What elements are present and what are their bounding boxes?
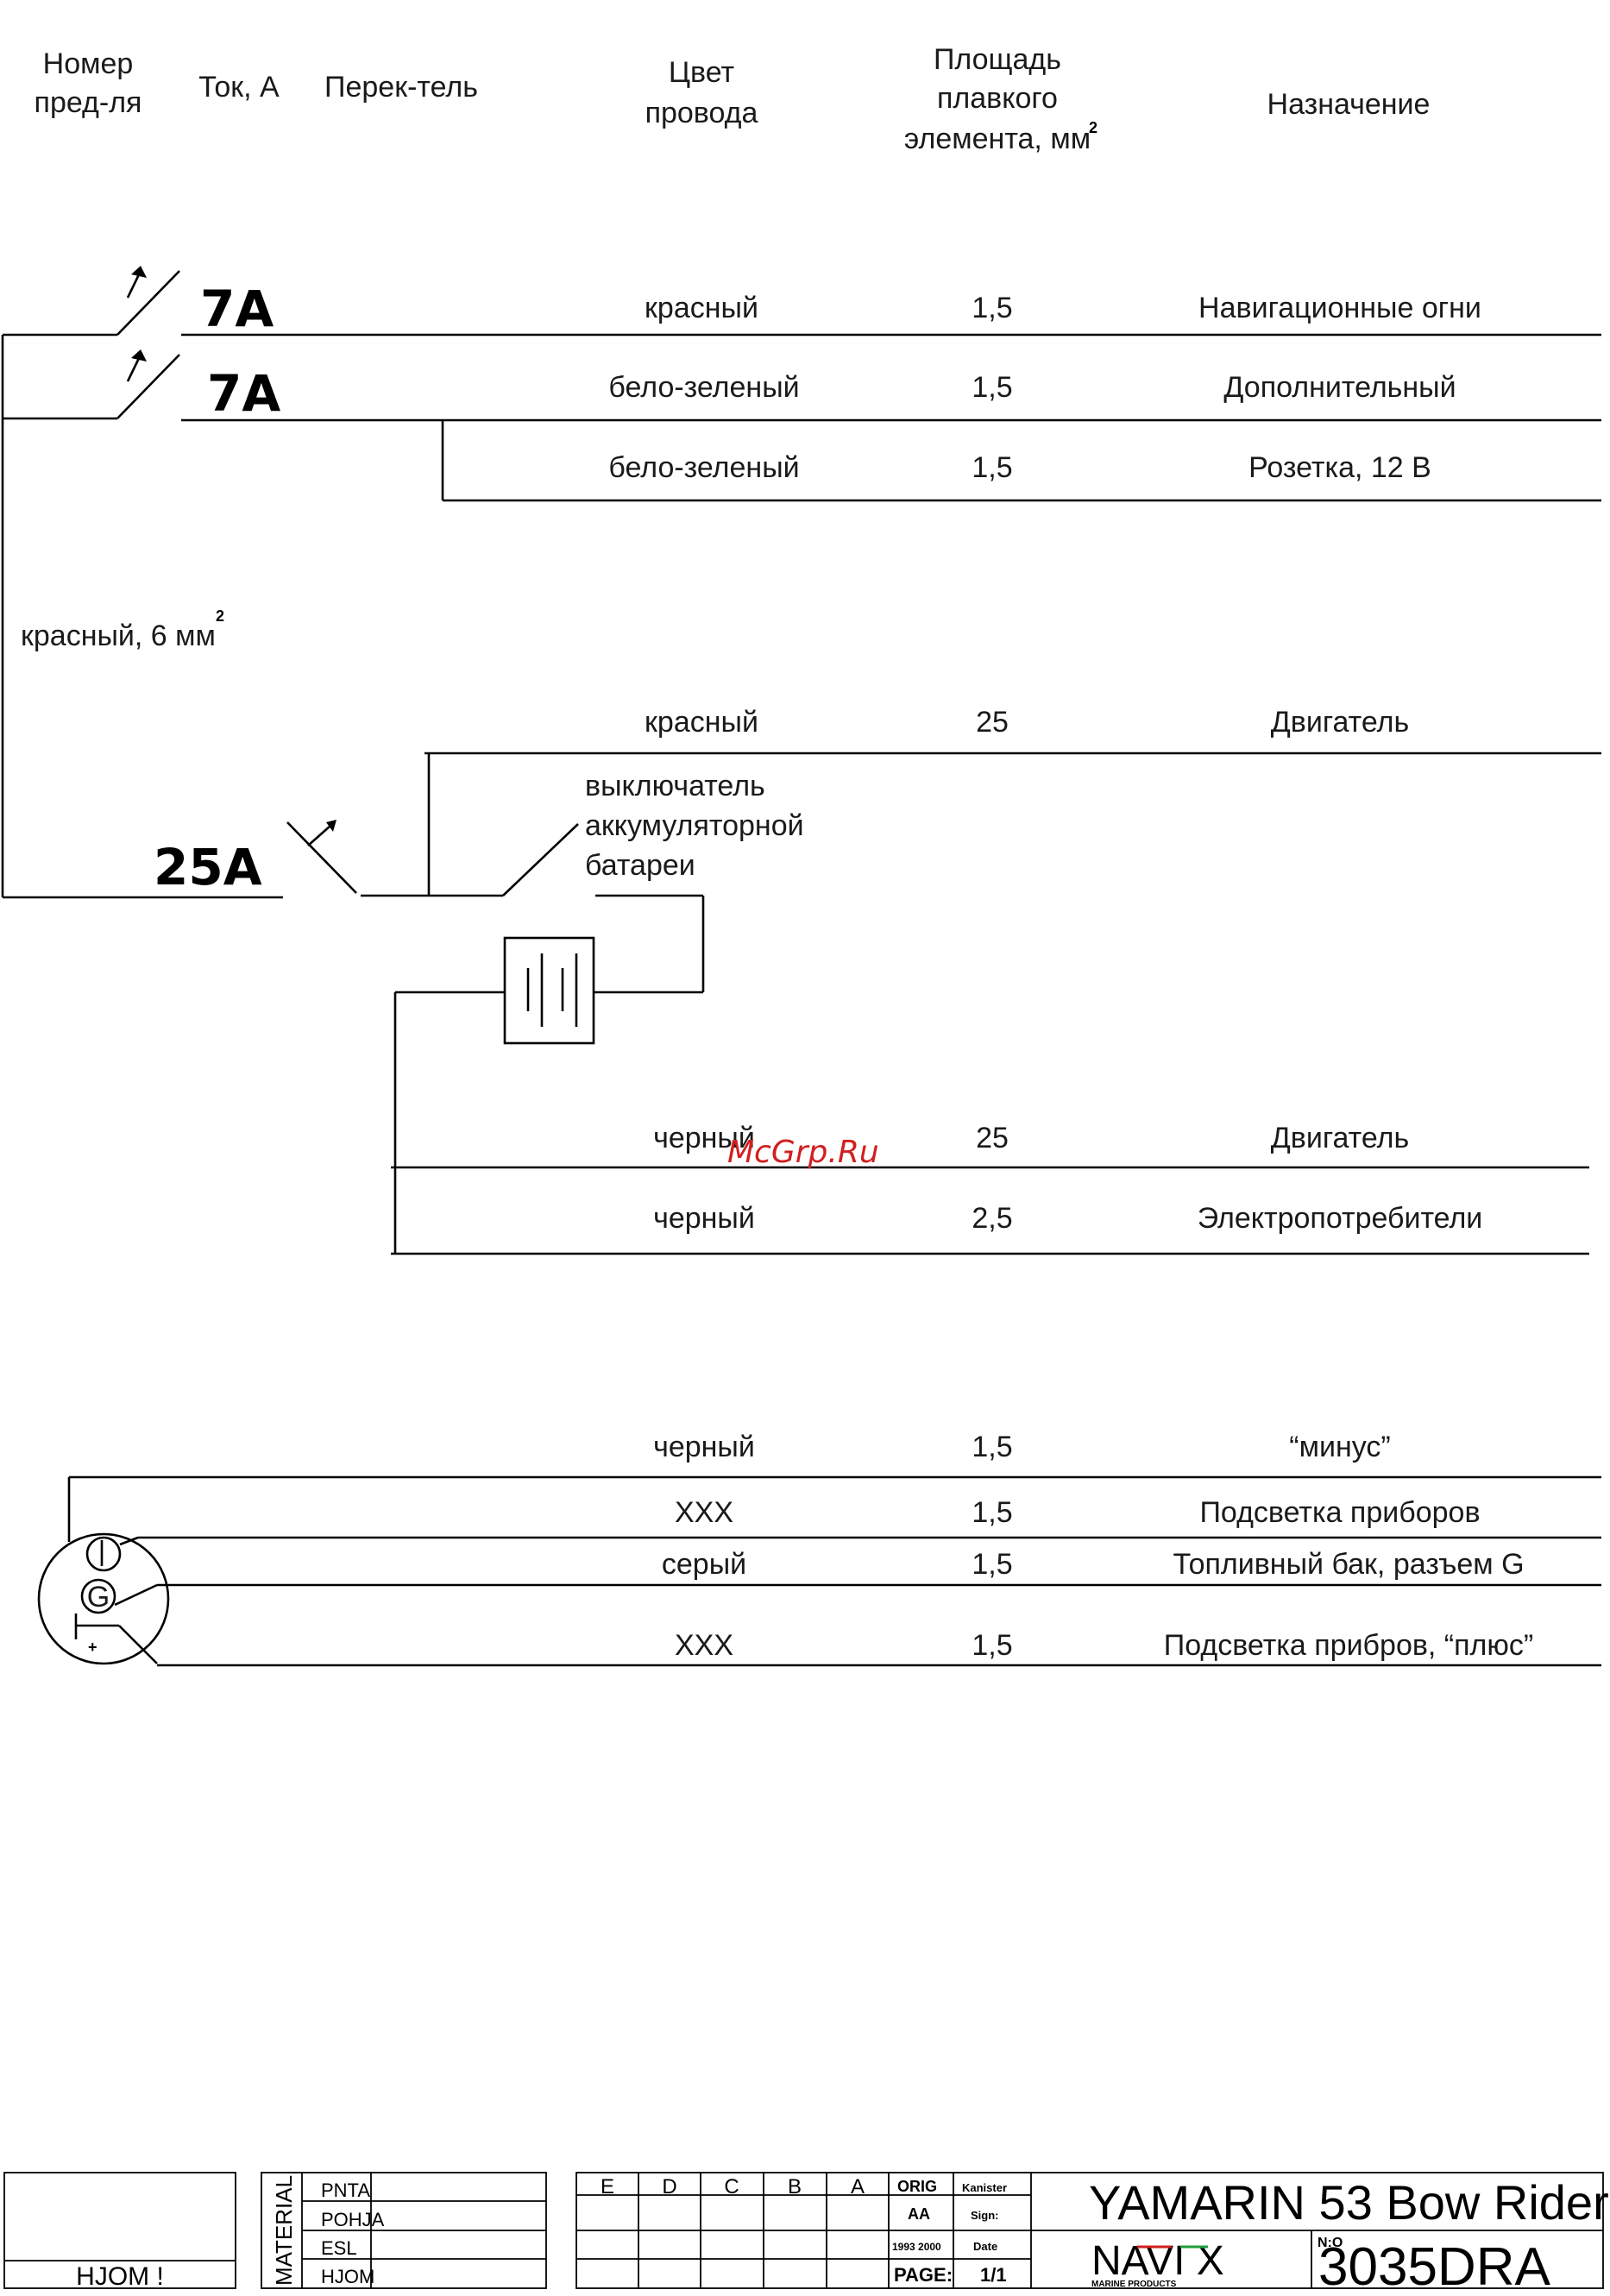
revision-col: B	[788, 2175, 802, 2198]
material-row: PNTA	[321, 2180, 370, 2201]
row-area: 25	[976, 1122, 1009, 1154]
table-header: Номер пред-ля Ток, А Перек-тель Цвет про…	[35, 43, 1431, 155]
circuit-row: черный 2,5 Электропотребители	[653, 1202, 1482, 1235]
header-number-1: Номер	[43, 47, 134, 80]
header-current: Ток, А	[198, 71, 280, 104]
pin-plus: +	[88, 1639, 97, 1656]
row-area: 2,5	[972, 1202, 1012, 1235]
material-row: POHJA	[321, 2209, 385, 2230]
row-area: 1,5	[972, 451, 1012, 484]
brand-subtitle: MARINE PRODUCTS	[1091, 2280, 1177, 2289]
circuit-row: бело-зеленый 1,5 Дополнительный	[608, 371, 1456, 404]
revision-col: A	[851, 2175, 865, 2198]
circuit-row: серый 1,5 Топливный бак, разъем G	[662, 1548, 1525, 1581]
row-color: черный	[653, 1202, 755, 1235]
row-color: XXX	[675, 1629, 733, 1662]
org-value: Date	[973, 2240, 997, 2253]
row-purpose: Дополнительный	[1223, 371, 1456, 404]
fuse-label-3: 25A	[154, 838, 262, 896]
battery-switch-label-1: выключатель	[585, 770, 765, 802]
row-color: красный	[645, 706, 758, 739]
fuse-label-2: 7A	[207, 364, 280, 423]
row-color: серый	[662, 1548, 746, 1581]
row-area: 25	[976, 706, 1009, 739]
row-purpose: Розетка, 12 В	[1248, 451, 1431, 484]
battery-switch-label-2: аккумуляторной	[585, 809, 804, 842]
circuit-row: красный 25 Двигатель	[645, 706, 1409, 739]
row-color: бело-зеленый	[608, 371, 799, 404]
org-label: AA	[908, 2205, 930, 2223]
header-color-2: провода	[645, 97, 758, 129]
header-area-2: плавкого	[937, 82, 1058, 115]
org-value: Sign:	[971, 2209, 999, 2222]
row-area: 1,5	[972, 1431, 1012, 1463]
connector-circle	[37, 1532, 170, 1665]
material-row: ESL	[321, 2237, 357, 2259]
circuit-row: черный 1,5 “минус”	[653, 1431, 1391, 1463]
row-area: 1,5	[972, 1496, 1012, 1529]
row-purpose: Электропотребители	[1198, 1202, 1483, 1235]
hjom-left: HJOM !	[76, 2262, 164, 2291]
material-label: MATERIAL	[271, 2175, 297, 2286]
row-area: 1,5	[972, 1629, 1012, 1662]
material-row: HJOM	[321, 2266, 374, 2287]
circuit-row: красный 1,5 Навигационные огни	[645, 292, 1481, 324]
org-label: ORIG	[897, 2178, 937, 2195]
brand-logo: NAVI X	[1091, 2238, 1224, 2284]
org-value: 1/1	[980, 2264, 1007, 2286]
revision-col: E	[601, 2175, 614, 2198]
feed-wire-label-sup: 2	[216, 607, 224, 625]
drawing-number: 3035DRA	[1318, 2237, 1550, 2296]
battery-symbol	[503, 936, 595, 1045]
row-purpose: Двигатель	[1271, 706, 1409, 739]
feed-wire-label: красный, 6 мм	[21, 620, 216, 652]
row-purpose: Подсветка прибров, “плюс”	[1164, 1629, 1533, 1662]
header-color-1: Цвет	[669, 56, 734, 89]
circuit-row: бело-зеленый 1,5 Розетка, 12 В	[608, 451, 1431, 484]
number-label: N:O	[1318, 2236, 1343, 2250]
circuit-row: XXX 1,5 Подсветка приборов	[675, 1496, 1481, 1529]
circuit-row: XXX 1,5 Подсветка прибров, “плюс”	[675, 1629, 1533, 1662]
row-color: красный	[645, 292, 758, 324]
org-label: 1993 2000	[892, 2241, 941, 2253]
org-label: PAGE:	[894, 2264, 953, 2286]
row-color: XXX	[675, 1496, 733, 1529]
row-color: черный	[653, 1431, 755, 1463]
drawing-title: YAMARIN 53 Bow Rider	[1089, 2175, 1609, 2230]
header-switch: Перек-тель	[324, 71, 478, 104]
header-area-3: элемента, мм	[904, 123, 1091, 155]
header-number-2: пред-ля	[35, 86, 142, 119]
row-purpose: Навигационные огни	[1198, 292, 1481, 324]
battery-switch-label-3: батареи	[585, 849, 695, 882]
row-purpose: Подсветка приборов	[1199, 1496, 1480, 1529]
pin-g: G	[87, 1581, 110, 1613]
header-purpose: Назначение	[1267, 88, 1431, 121]
row-color: черный	[653, 1122, 755, 1154]
revision-col: D	[662, 2175, 676, 2198]
row-area: 1,5	[972, 1548, 1012, 1581]
row-color: бело-зеленый	[608, 451, 799, 484]
row-area: 1,5	[972, 292, 1012, 324]
watermark: McGrp.Ru	[727, 1135, 879, 1170]
revision-col: C	[724, 2175, 739, 2198]
header-area-1: Площадь	[934, 43, 1061, 76]
row-purpose: Топливный бак, разъем G	[1173, 1548, 1524, 1581]
circuit-row: черный 25 Двигатель	[653, 1122, 1409, 1154]
title-block: HJOM ! MATERIAL PNTA POHJA ESL HJOM E D …	[3, 2172, 1609, 2296]
row-area: 1,5	[972, 371, 1012, 404]
fuse-circuits-top: 7A 7A	[1, 266, 1601, 897]
row-purpose: Двигатель	[1271, 1122, 1409, 1154]
org-value: Kanister	[962, 2181, 1007, 2194]
fuse-label-1: 7A	[200, 280, 274, 338]
row-purpose: “минус”	[1289, 1431, 1390, 1463]
main-fuse-circuit: 25A выключатель аккумуляторной батареи	[3, 752, 1601, 1255]
header-area-sup: 2	[1089, 119, 1097, 136]
gauge-connector: G +	[37, 1475, 1601, 1667]
